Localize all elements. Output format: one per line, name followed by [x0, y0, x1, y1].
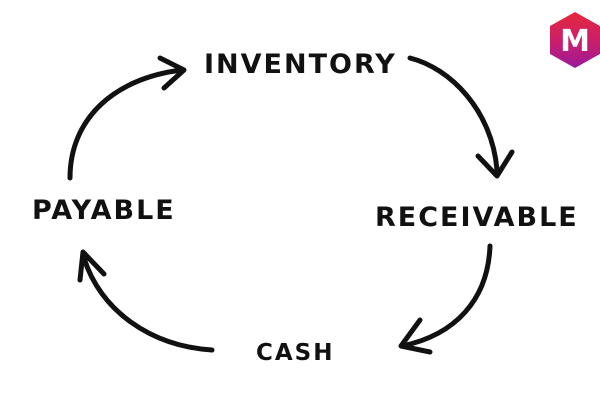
node-receivable: RECEIVABLE: [375, 202, 579, 233]
node-inventory: INVENTORY: [204, 49, 397, 80]
arrow-receivable-to-cash: [398, 243, 493, 355]
arrow-cash-to-payable: [77, 249, 215, 353]
node-payable: PAYABLE: [32, 195, 176, 226]
arrow-payable-to-inventory: [67, 55, 187, 181]
brand-logo-icon: M: [550, 12, 600, 68]
node-cash: CASH: [256, 340, 335, 366]
logo-letter: M: [560, 24, 590, 59]
arrow-inventory-to-receivable: [407, 55, 515, 179]
